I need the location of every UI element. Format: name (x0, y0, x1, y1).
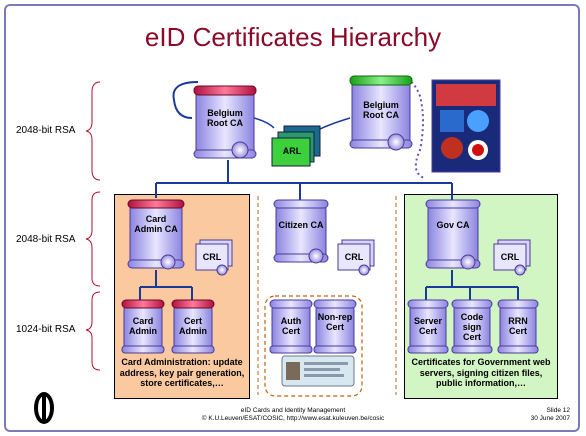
gov-description: Certificates for Government web servers,… (411, 357, 551, 388)
eid-card-image (281, 355, 355, 387)
node-server-cert: Server Cert (413, 316, 443, 336)
node-root1: Belgium Root CA (207, 108, 243, 128)
footer-line1: eID Cards and Identity Management (240, 407, 346, 414)
node-nonrep-cert: Non-rep Cert (317, 312, 353, 332)
slide-frame (4, 4, 580, 432)
node-auth-cert: Auth Cert (280, 316, 302, 336)
slide-title: eID Certificates Hierarchy (144, 22, 442, 52)
rsa-label-bot: 1024-bit RSA (16, 324, 76, 335)
node-card-admin-ca: Card Admin CA (134, 214, 178, 234)
scroll-root1 (193, 85, 257, 159)
scroll-card-crl (195, 239, 233, 276)
scroll-cert-admin (171, 299, 215, 354)
node-arl: ARL (282, 146, 302, 156)
scroll-auth-cert (269, 299, 313, 354)
node-rrn-cert: RRN Cert (508, 316, 528, 336)
slide-number: Slide 12 (546, 407, 571, 414)
node-gov-ca: Gov CA (436, 220, 470, 230)
node-codesign-cert: Code sign Cert (460, 312, 484, 342)
bracket-mid (85, 191, 101, 287)
slide-date: 30 June 2007 (530, 415, 570, 422)
scroll-nonrep-cert (313, 299, 357, 354)
scroll-codesign-cert (451, 299, 493, 354)
scroll-server-cert (407, 299, 449, 354)
bracket-top (85, 81, 101, 181)
node-citizen-crl: CRL (344, 252, 364, 262)
browser-logos (431, 79, 501, 173)
scroll-card-admin (121, 299, 165, 354)
node-root2: Belgium Root CA (363, 100, 399, 120)
footer-line2: © K.U.Leuven/ESAT/COSIC, http://www.esat… (201, 415, 385, 422)
scroll-citizen-crl (337, 239, 375, 276)
node-citizen-ca: Citizen CA (278, 220, 324, 230)
scroll-rrn-cert (497, 299, 539, 354)
scroll-gov-ca (425, 199, 481, 270)
scroll-root2 (349, 75, 413, 151)
node-cert-admin: Cert Admin (179, 316, 207, 336)
scroll-gov-crl (493, 239, 531, 276)
scroll-card-admin-ca (127, 199, 185, 270)
rsa-label-mid: 2048-bit RSA (16, 234, 76, 245)
rsa-label-top: 2048-bit RSA (16, 125, 76, 136)
kuleuven-logo-icon (34, 392, 54, 424)
scroll-citizen-ca (273, 199, 329, 264)
footer-right: Slide 12 30 June 2007 (470, 407, 570, 423)
node-card-crl: CRL (202, 252, 222, 262)
node-card-admin: Card Admin (129, 316, 157, 336)
footer-center: eID Cards and Identity Management © K.U.… (150, 407, 436, 423)
scroll-arl (271, 125, 321, 167)
node-gov-crl: CRL (500, 252, 520, 262)
card-admin-description: Card Administration: update address, key… (119, 357, 245, 388)
bracket-bot (85, 291, 101, 371)
